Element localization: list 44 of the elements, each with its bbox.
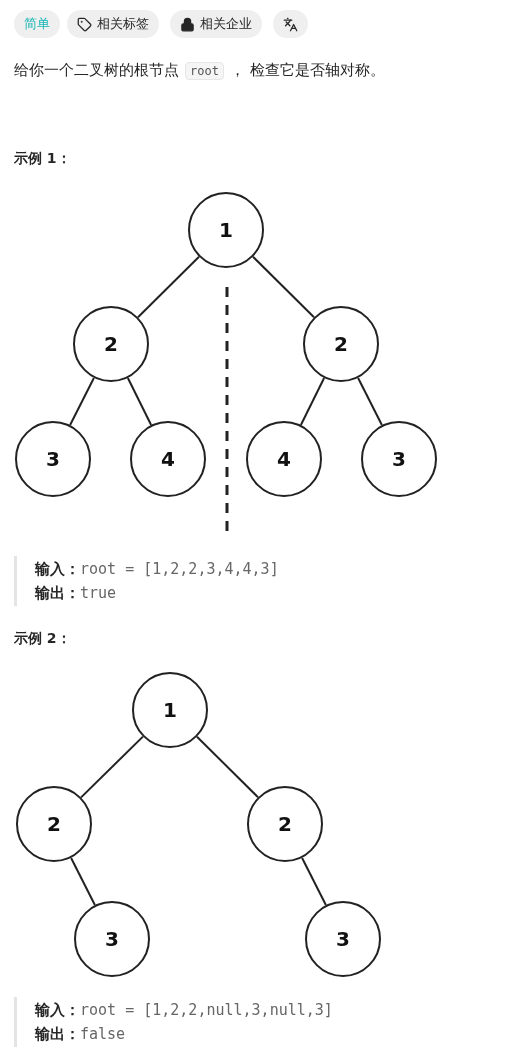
input-label: 输入： [35,1001,80,1020]
node-value: 4 [277,447,291,471]
tree-node-circle [247,786,323,862]
input-label: 输入： [35,560,80,579]
tree-edge [70,856,96,907]
node-value: 2 [47,812,61,836]
node-value: 3 [392,447,406,471]
node-value: 1 [163,698,177,722]
tree-edge [137,255,200,319]
tags-button: 相关标签 [67,10,159,38]
companies-button: 相关企业 [170,10,262,38]
node-value: 4 [161,447,175,471]
output-label: 输出： [35,1025,80,1044]
tree-edge [196,735,259,799]
node-value: 3 [46,447,60,471]
tree-node-circle [73,306,149,382]
input-value: root = [1,2,2,3,4,4,3] [80,560,279,578]
tree-edge [299,377,326,426]
node-value: 2 [334,332,348,356]
tree-node-circle [303,306,379,382]
problem-text: ， 检查它是否轴对称。 [229,61,385,80]
inline-code: root [185,62,224,80]
node-value: 2 [104,332,118,356]
tree-edge [301,856,327,907]
problem-text: 给你一个二叉树的根节点 [14,61,179,80]
example-heading: 示例 1： [14,150,71,168]
node-value: 3 [105,927,119,951]
output-value: true [80,584,117,602]
example-heading: 示例 2： [14,630,71,648]
tree-edge [80,735,144,799]
node-value: 2 [278,812,292,836]
input-value: root = [1,2,2,null,3,null,3] [80,1001,333,1019]
tree-node-circle [188,192,264,268]
tree-edge [357,376,383,427]
node-value: 3 [336,927,350,951]
tree-edge [252,255,315,319]
tree-edge [69,376,95,427]
tree-edge [126,377,153,426]
tree-node-circle [16,786,92,862]
output-label: 输出： [35,584,80,603]
difficulty-tag: 简单 [14,10,60,38]
output-value: false [80,1025,126,1043]
node-value: 1 [219,218,233,242]
tree-node-circle [132,672,208,748]
